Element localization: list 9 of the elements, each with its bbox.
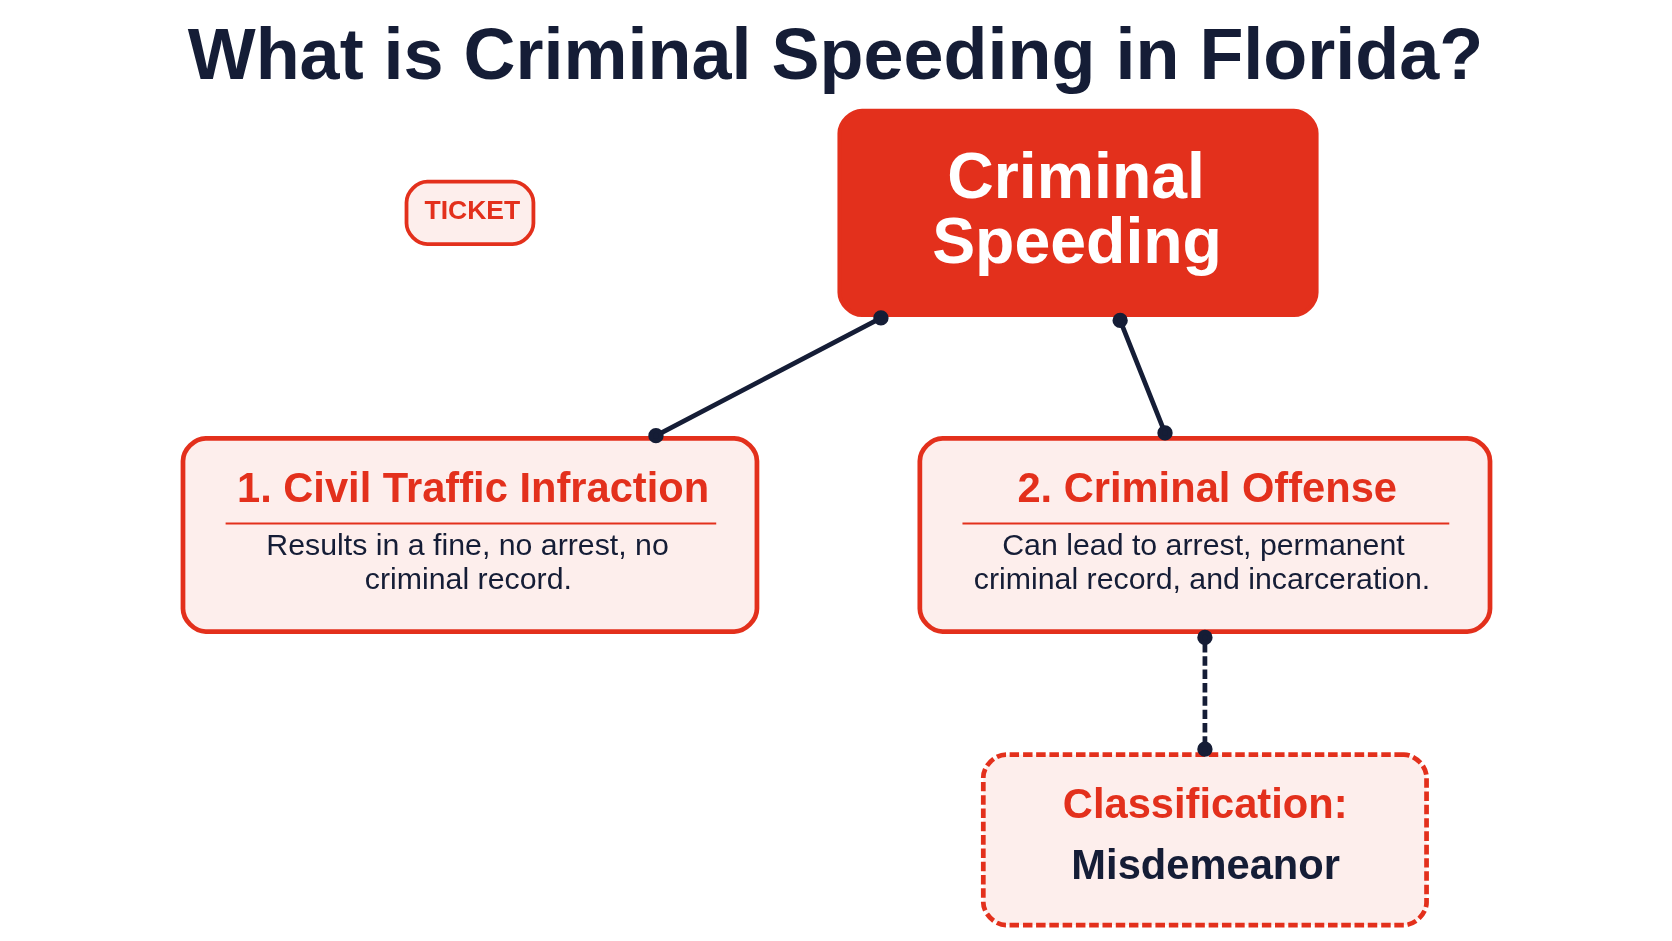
connector: [1196, 629, 1213, 757]
node-box: 2. Criminal Offense Can lead to arrest, permanent criminal record, and incarceration.: [917, 435, 1492, 634]
label: TICKET: [424, 194, 520, 225]
node-box: Criminal Speeding: [836, 108, 1319, 318]
node-box: Classification: Misdemeanor: [980, 752, 1429, 928]
connector: [1111, 312, 1173, 441]
connector: [647, 310, 889, 444]
diagram-title: What is Criminal Speeding in Florida?: [187, 14, 1483, 95]
node-box: 1. Civil Traffic Infraction Results in a fine, no arrest, no criminal record.: [180, 435, 759, 634]
